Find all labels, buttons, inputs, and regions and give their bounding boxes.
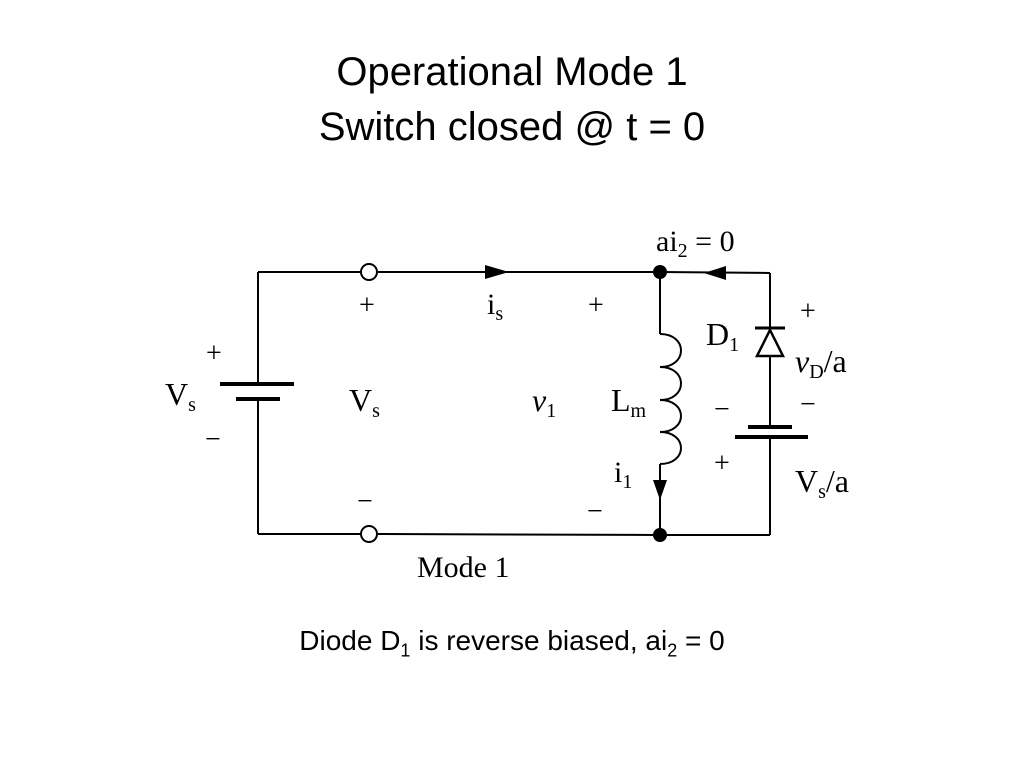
node-bottom: [653, 528, 667, 542]
arrow-is-icon: [485, 265, 509, 279]
wire-bottom-right: [377, 533, 770, 536]
source2-label: Vs/a: [795, 463, 849, 503]
source-minus-label: −: [205, 424, 221, 455]
diode-d1-icon: [754, 326, 786, 358]
caption-sub-2: 2: [667, 640, 678, 661]
diode-d1-label: D1: [706, 316, 739, 356]
mode-label: Mode 1: [417, 551, 510, 584]
current-i1-label: i1: [614, 456, 632, 493]
source-plus-label: +: [206, 338, 222, 369]
terminal-bottom: [360, 525, 378, 543]
battery-vs: [220, 382, 294, 401]
circuit-wires: [257, 271, 771, 536]
node-top: [653, 265, 667, 279]
arrow-ai2-icon: [704, 266, 726, 280]
inductor-lm-label: Lm: [611, 382, 647, 422]
v1-plus-label: +: [588, 290, 604, 321]
battery-vs-over-a: [735, 425, 808, 439]
v1-minus-label: −: [587, 496, 603, 527]
caption-sub-1: 1: [400, 640, 411, 661]
caption-text-3: = 0: [677, 625, 725, 656]
terminal-plus-label: +: [359, 290, 375, 321]
vd-minus-label: −: [800, 389, 816, 420]
source2-plus-label: +: [714, 448, 730, 479]
slide-subtitle: Switch closed @ t = 0: [318, 105, 706, 149]
terminal-minus-label: −: [357, 486, 373, 517]
source2-minus-label: −: [714, 394, 730, 425]
arrow-i1-icon: [653, 480, 667, 500]
terminal-top: [360, 263, 378, 281]
caption-text-2: is reverse biased, ai: [410, 625, 668, 656]
source-vs-label: Vs: [165, 376, 196, 416]
v1-label: v1: [532, 382, 556, 422]
vd-plus-label: +: [800, 296, 816, 327]
vd-label: vD/a: [795, 343, 847, 383]
inductor-coil: [659, 333, 682, 465]
current-is-label: is: [487, 288, 503, 325]
slide-title: Operational Mode 1: [336, 50, 688, 94]
caption-text-1: Diode D: [299, 625, 401, 656]
ai2-label: ai2 = 0: [656, 225, 735, 262]
terminal-voltage-label: Vs: [349, 382, 380, 422]
caption: Diode D1 is reverse biased, ai2 = 0: [0, 625, 1024, 662]
